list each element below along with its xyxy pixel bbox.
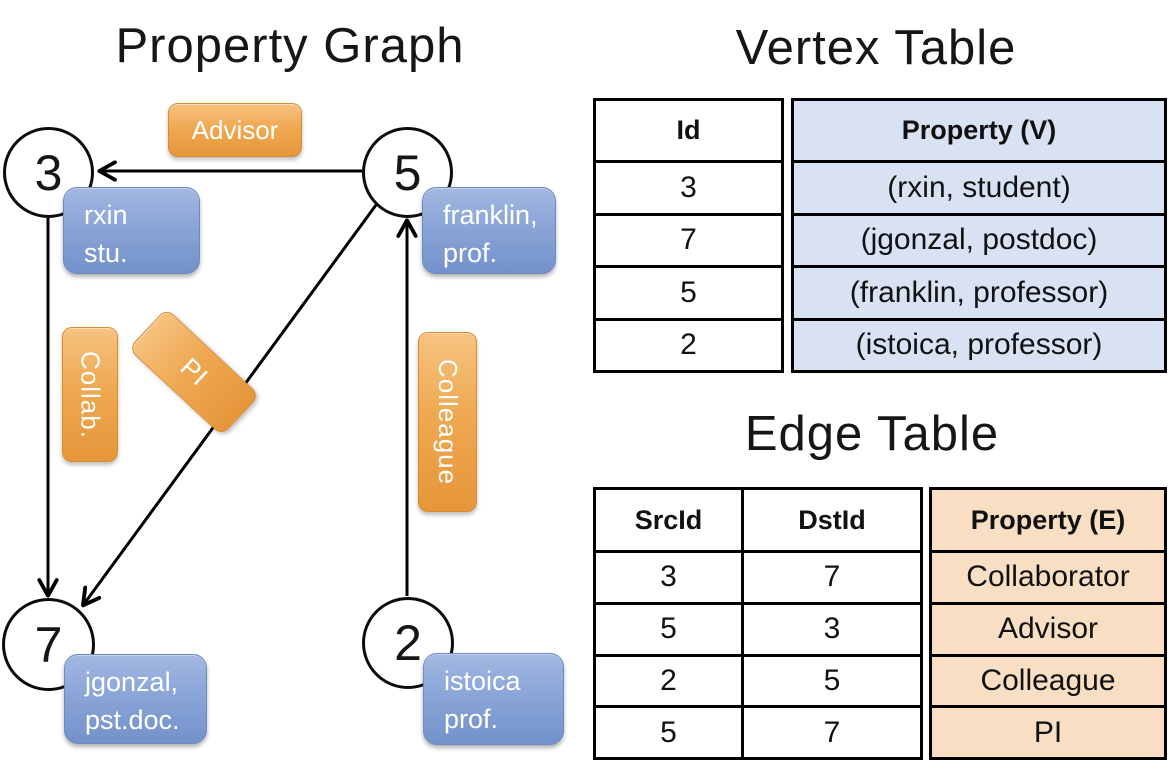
vertex-node-3: 3: [3, 127, 94, 218]
vertex-id-label: 5: [393, 144, 422, 201]
edge-table-title: Edge Table: [744, 407, 1000, 461]
vertex-id-label: 2: [394, 615, 422, 671]
vertex-table-property-column: Property (V) (rxin, student) (jgonzal, p…: [791, 98, 1167, 373]
vertex-node-5: 5: [362, 127, 453, 218]
vertex-property-box-jgonzal: jgonzal, pst.doc.: [64, 654, 207, 744]
vertex-table-id-cell: 7: [596, 212, 781, 266]
vertex-property-box-franklin: franklin, prof.: [422, 187, 556, 274]
vertex-property-line: jgonzal,: [85, 667, 179, 697]
vertex-property-line: istoica: [444, 666, 521, 696]
property-graph-title: Property Graph: [115, 19, 465, 73]
vertex-table-id-cell: 2: [596, 317, 781, 371]
edge-label-pi: PI: [128, 307, 260, 437]
vertex-table-id-column: Id 3 7 5 2: [593, 98, 784, 373]
vertex-property-line: pst.doc.: [85, 705, 180, 735]
vertex-table-property-cell: (jgonzal, postdoc): [794, 212, 1164, 265]
edge-table-src-cell: 5: [596, 705, 744, 757]
edge-table-src-cell: 3: [596, 550, 744, 602]
edge-table-dst-cell: 7: [744, 550, 920, 602]
edge-label-text: Advisor: [191, 114, 279, 145]
edge-label-collab: Collab.: [62, 327, 118, 462]
edge-table-src-cell: 5: [596, 601, 744, 654]
edge-table-id-columns: SrcId DstId 3 7 5 3 2 5 5 7: [593, 487, 923, 760]
vertex-table-id-cell: 3: [596, 160, 781, 213]
vertex-id-label: 7: [34, 616, 63, 673]
edge-table-property-header: Property (E): [932, 490, 1164, 550]
vertex-table-property-cell: (rxin, student): [794, 160, 1164, 213]
vertex-property-box-istoica: istoica prof.: [423, 653, 564, 745]
vertex-id-label: 3: [34, 144, 63, 201]
edge-label-colleague: Colleague: [418, 332, 477, 512]
vertex-table-property-cell: (franklin, professor): [794, 265, 1164, 318]
edge-label-text: Colleague: [433, 358, 463, 486]
edge-table-dst-cell: 3: [744, 601, 920, 654]
edge-table-src-header: SrcId: [596, 490, 744, 550]
vertex-property-line: prof.: [443, 238, 498, 268]
edge-table-property-cell: PI: [932, 705, 1164, 757]
vertex-property-line: prof.: [444, 704, 499, 734]
edge-table-property-cell: Advisor: [932, 601, 1164, 654]
edge-table-property-cell: Colleague: [932, 653, 1164, 706]
vertex-property-line: stu.: [84, 238, 128, 268]
vertex-table-property-header: Property (V): [794, 101, 1164, 160]
vertex-table-title: Vertex Table: [735, 21, 1017, 75]
edge-table-dst-header: DstId: [798, 504, 866, 535]
edge-table-dst-cell: 7: [744, 705, 920, 757]
edge-table-property-column: Property (E) Collaborator Advisor Collea…: [929, 487, 1167, 760]
vertex-property-line: rxin: [84, 200, 128, 230]
vertex-table-id-header: Id: [676, 115, 701, 145]
edge-table-src-cell: 2: [596, 653, 744, 706]
vertex-property-box-rxin: rxin stu.: [63, 187, 200, 274]
edge-table-dst-cell: 5: [744, 653, 920, 706]
vertex-property-line: franklin,: [443, 200, 538, 230]
vertex-table-property-cell: (istoica, professor): [794, 317, 1164, 370]
vertex-table-id-cell: 5: [596, 265, 781, 318]
edge-label-advisor: Advisor: [168, 103, 302, 157]
edge-label-text: Collab.: [75, 350, 106, 439]
edge-table-property-cell: Collaborator: [932, 550, 1164, 602]
edge-label-text: PI: [174, 351, 215, 392]
